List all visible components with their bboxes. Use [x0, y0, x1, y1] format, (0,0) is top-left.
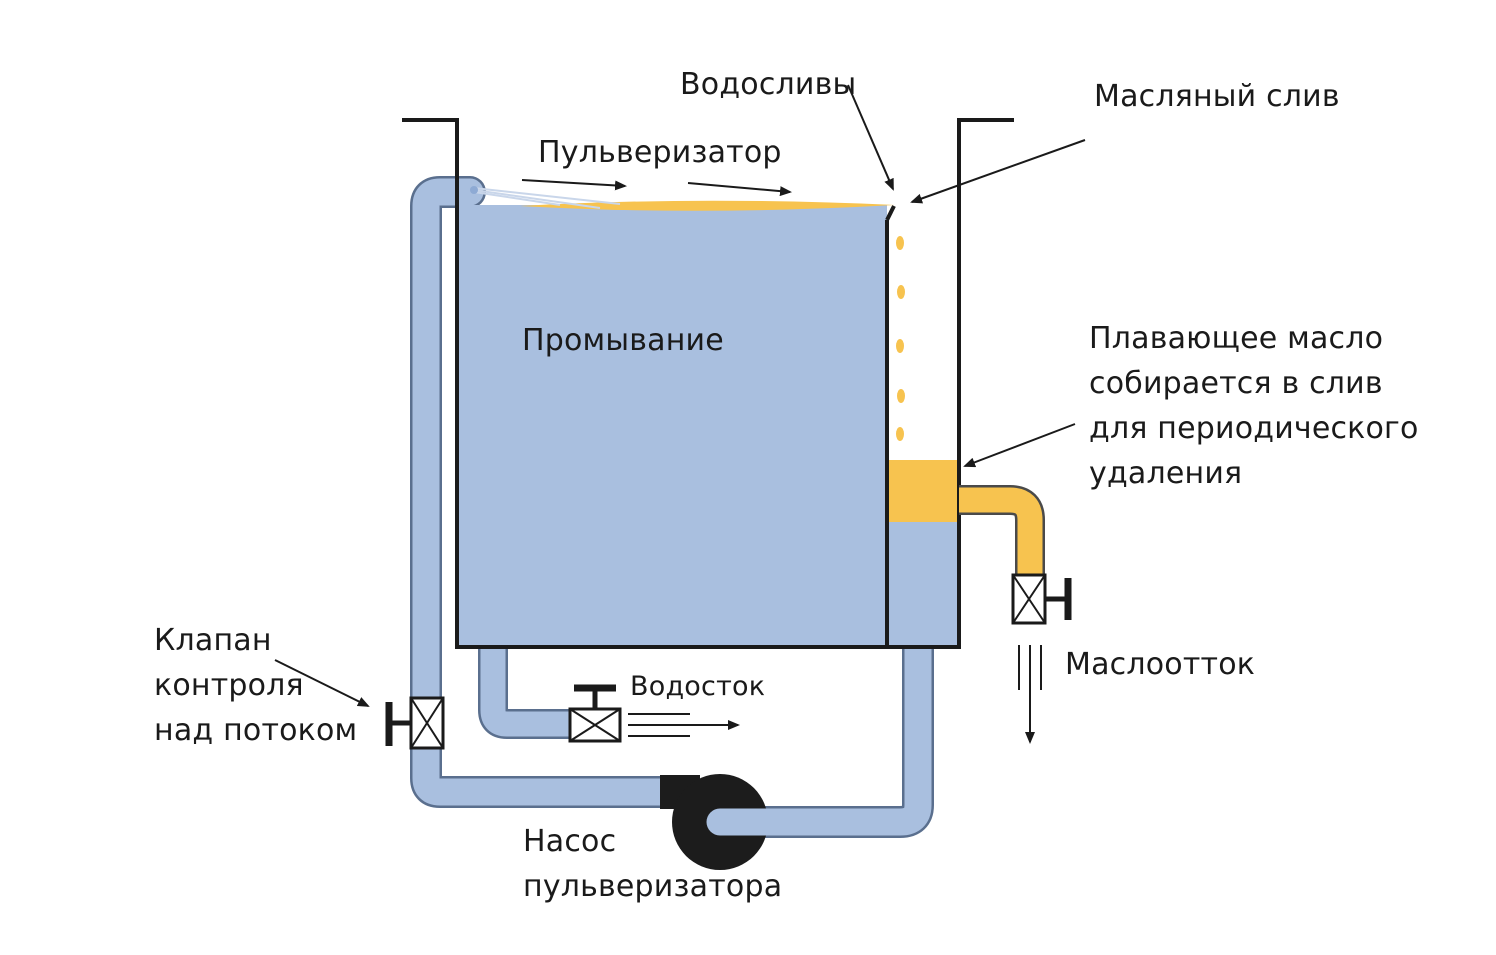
tank-walls	[402, 118, 1014, 649]
separator-oil-layer	[889, 460, 959, 522]
oil-discharge-arrow	[1018, 645, 1042, 744]
spray-jets	[473, 187, 621, 209]
label-maslyany-sliv: Масляный слив	[1094, 79, 1340, 114]
arrow-klapan	[274, 659, 370, 707]
label-klapan-line-1: Клапан	[154, 623, 272, 658]
arrow-vodosliv	[847, 84, 894, 191]
label-floating-oil-line-2: собирается в слив	[1089, 366, 1383, 401]
label-floating-oil-line-3: для периодического	[1089, 411, 1419, 446]
label-floating-oil-line-1: Плавающее масло	[1089, 321, 1384, 356]
drain-valve-icon[interactable]	[568, 684, 622, 743]
label-klapan-line-3: над потоком	[154, 713, 358, 748]
drain-discharge-arrow	[628, 713, 740, 737]
flow-control-valve-icon[interactable]	[385, 696, 445, 750]
spray-nozzle-icon	[470, 186, 478, 194]
arrow-spray-2	[687, 182, 792, 197]
label-promyvanie: Промывание	[522, 323, 724, 358]
pump-suction-pipe-fill	[706, 632, 932, 836]
label-klapan-line-2: контроля	[154, 668, 304, 703]
arrow-spray-1	[521, 179, 627, 191]
label-floating-oil-line-4: удаления	[1089, 456, 1243, 491]
wash-tank-water	[457, 205, 887, 647]
label-nasos-line-1: Насос	[523, 824, 617, 859]
label-masloottok: Маслоотток	[1065, 647, 1256, 682]
arrow-floating-oil	[963, 423, 1076, 468]
separator-water	[889, 520, 959, 647]
oil-valve-icon[interactable]	[1011, 573, 1072, 625]
label-pulverizator: Пульверизатор	[538, 135, 782, 170]
oil-outlet-pipe-fill	[959, 487, 1043, 580]
label-vodostok: Водосток	[630, 671, 766, 702]
label-vodosliv: Водосливы	[680, 67, 857, 102]
arrow-maslyany-sliv	[910, 139, 1086, 204]
label-nasos-line-2: пульверизатора	[523, 869, 783, 904]
oil-drops	[896, 236, 905, 441]
spray-feed-pipe-fill	[412, 178, 694, 806]
drain-pipe-fill	[480, 646, 575, 737]
pointer-arrows	[274, 84, 1086, 707]
